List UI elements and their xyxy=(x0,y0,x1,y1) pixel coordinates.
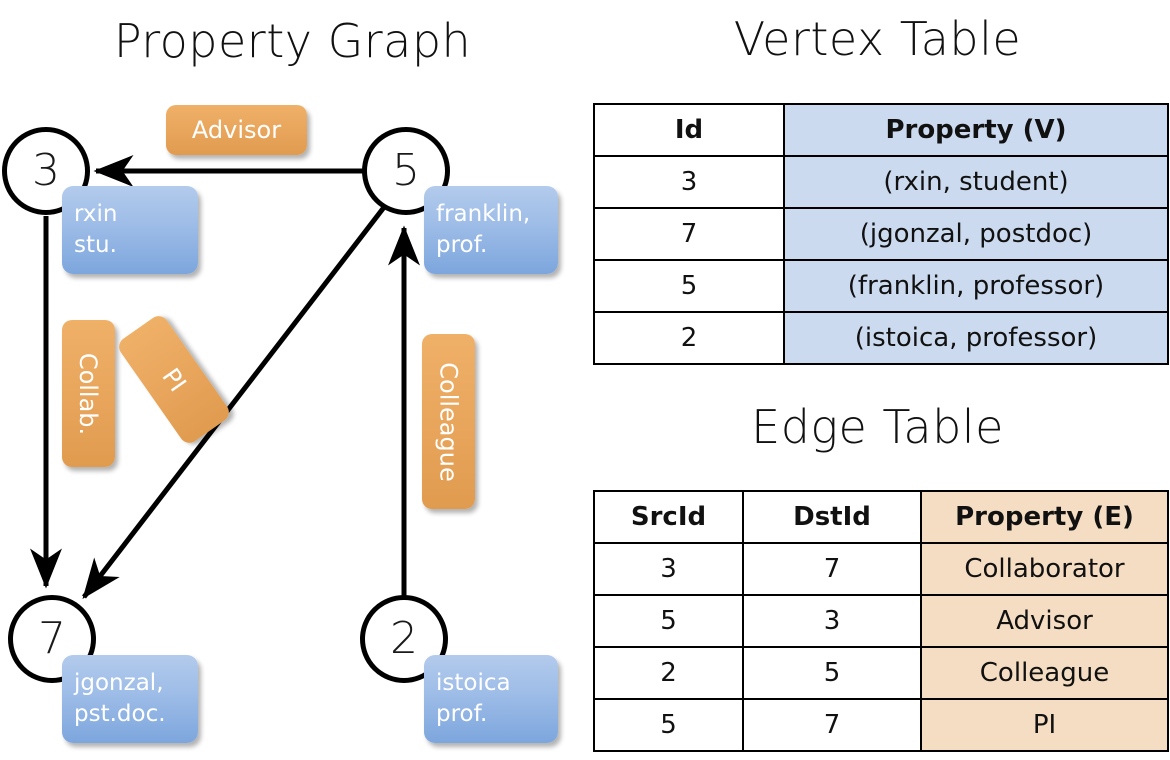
graph-node-7-label: 7 xyxy=(38,613,66,664)
table-row: 2 (istoica, professor) xyxy=(593,311,1169,365)
edge-table-header-row: SrcId DstId Property (E) xyxy=(593,490,1169,544)
edge-table-header-dstid: DstId xyxy=(742,490,922,544)
node-property-2-line2: prof. xyxy=(436,701,488,727)
node-property-5-line1: franklin, xyxy=(436,200,531,227)
node-property-7-line2: pst.doc. xyxy=(74,701,166,727)
graph-node-5[interactable]: 5 xyxy=(362,127,450,215)
edge-row-0-srcid: 3 xyxy=(593,542,744,596)
edge-row-1-dstid: 3 xyxy=(742,594,922,648)
table-row: 7 (jgonzal, postdoc) xyxy=(593,207,1169,261)
vertex-row-2-property: (franklin, professor) xyxy=(783,259,1169,313)
node-property-7-line1: jgonzal, xyxy=(74,669,164,696)
graph-edges-layer xyxy=(30,155,420,600)
edge-row-3-srcid: 5 xyxy=(593,698,744,752)
table-row: 3 7 Collaborator xyxy=(593,542,1169,596)
edge-row-2-property: Colleague xyxy=(920,646,1169,700)
node-property-box-7[interactable]: jgonzal, pst.doc. xyxy=(62,655,198,743)
node-property-box-3[interactable]: rxin stu. xyxy=(62,186,198,274)
edge-label-collab-text: Collab. xyxy=(74,352,103,435)
page-title-vertex-table: Vertex Table xyxy=(733,12,1022,66)
page-title-edge-table: Edge Table xyxy=(751,400,1004,454)
graph-node-5-label: 5 xyxy=(392,145,420,196)
edge-row-3-property: PI xyxy=(920,698,1169,752)
vertex-row-1-id: 7 xyxy=(593,207,785,261)
edge-row-0-property: Collaborator xyxy=(920,542,1169,596)
edge-label-colleague-text: Colleague xyxy=(434,361,463,482)
vertex-row-2-id: 5 xyxy=(593,259,785,313)
node-property-3-line1: rxin xyxy=(74,200,118,227)
edge-row-3-dstid: 7 xyxy=(742,698,922,752)
edge-row-2-dstid: 5 xyxy=(742,646,922,700)
vertex-row-3-id: 2 xyxy=(593,311,785,365)
node-property-3-line2: stu. xyxy=(74,232,117,258)
table-row: 2 5 Colleague xyxy=(593,646,1169,700)
node-property-box-2[interactable]: istoica prof. xyxy=(424,655,558,743)
edge-table: SrcId DstId Property (E) 3 7 Collaborato… xyxy=(593,490,1169,752)
table-row: 5 (franklin, professor) xyxy=(593,259,1169,313)
graph-node-2-label: 2 xyxy=(390,613,418,664)
vertex-row-0-id: 3 xyxy=(593,155,785,209)
edge-row-1-srcid: 5 xyxy=(593,594,744,648)
edge-row-1-property: Advisor xyxy=(920,594,1169,648)
vertex-row-0-property: (rxin, student) xyxy=(783,155,1169,209)
vertex-row-3-property: (istoica, professor) xyxy=(783,311,1169,365)
edge-table-header-srcid: SrcId xyxy=(593,490,744,544)
edge-row-0-dstid: 7 xyxy=(742,542,922,596)
edge-table-header-property: Property (E) xyxy=(920,490,1169,544)
property-graph-diagram: 3 5 7 2 rxin stu. franklin, prof. jgonza… xyxy=(2,105,558,743)
edge-5-to-7 xyxy=(82,204,387,599)
edge-label-advisor-text: Advisor xyxy=(191,116,282,144)
table-row: 5 3 Advisor xyxy=(593,594,1169,648)
node-property-2-line1: istoica xyxy=(436,669,511,696)
vertex-table-header-property: Property (V) xyxy=(783,103,1169,157)
node-property-box-5[interactable]: franklin, prof. xyxy=(424,186,558,274)
vertex-table: Id Property (V) 3 (rxin, student) 7 (jgo… xyxy=(593,103,1169,365)
page-title-property-graph: Property Graph xyxy=(113,14,472,68)
table-row: 5 7 PI xyxy=(593,698,1169,752)
edge-label-advisor[interactable]: Advisor xyxy=(166,105,307,155)
edge-label-collab[interactable]: Collab. xyxy=(62,320,115,467)
graph-node-2[interactable]: 2 xyxy=(360,595,448,683)
node-property-5-line2: prof. xyxy=(436,232,488,258)
table-row: 3 (rxin, student) xyxy=(593,155,1169,209)
vertex-table-header-id: Id xyxy=(593,103,785,157)
vertex-table-header-row: Id Property (V) xyxy=(593,103,1169,157)
edge-label-pi-text: PI xyxy=(156,362,192,397)
edge-label-colleague[interactable]: Colleague xyxy=(422,334,475,509)
graph-node-3-label: 3 xyxy=(32,145,60,196)
edge-row-2-srcid: 2 xyxy=(593,646,744,700)
vertex-row-1-property: (jgonzal, postdoc) xyxy=(783,207,1169,261)
